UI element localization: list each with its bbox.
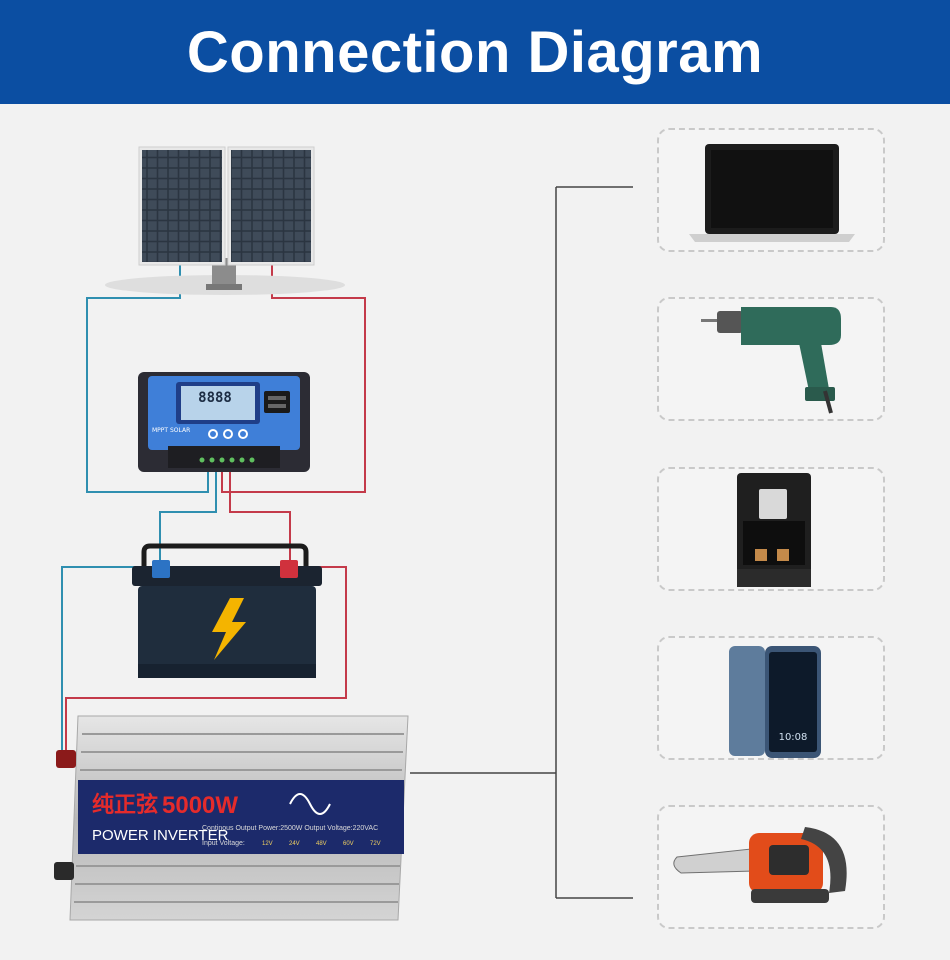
inverter-name: POWER INVERTER (92, 827, 229, 844)
device-box-coffee (657, 467, 885, 591)
inverter-spec-line: Continous Output Power:2500W Output Volt… (202, 825, 378, 832)
inverter-chinese-title: 纯正弦 (92, 792, 158, 818)
inverter-voltage-48: 48V (316, 841, 327, 847)
device-box-chainsaw (657, 805, 885, 929)
coffee-machine-icon (737, 473, 811, 587)
laptop-icon (689, 144, 855, 242)
device-box-phone: 10:08 (657, 636, 885, 760)
wire-inverter-positive (65, 566, 347, 756)
inverter-voltage-72: 72V (370, 841, 381, 847)
inverter-voltage-24: 24V (289, 841, 300, 847)
drill-icon (701, 307, 841, 414)
phone-clock: 10:08 (779, 732, 808, 743)
page-title: Connection Diagram (186, 19, 764, 85)
inverter-power-rating: 5000W (162, 792, 238, 819)
device-box-laptop (657, 128, 885, 252)
chainsaw-icon (673, 827, 847, 903)
controller-brand: MPPT SOLAR (152, 427, 190, 434)
wire-battery-negative (159, 468, 217, 567)
header-banner: Connection Diagram (0, 0, 950, 104)
inverter-voltage-60: 60V (343, 841, 354, 847)
inverter-voltage-12: 12V (262, 841, 273, 847)
device-box-drill (657, 297, 885, 421)
inverter-input-label: Input Voltage: (202, 840, 245, 847)
phone-icon: 10:08 (729, 646, 821, 758)
wire-inverter-negative (61, 566, 152, 756)
controller-display: 8888 (198, 390, 232, 406)
wire-battery-positive (229, 468, 291, 567)
